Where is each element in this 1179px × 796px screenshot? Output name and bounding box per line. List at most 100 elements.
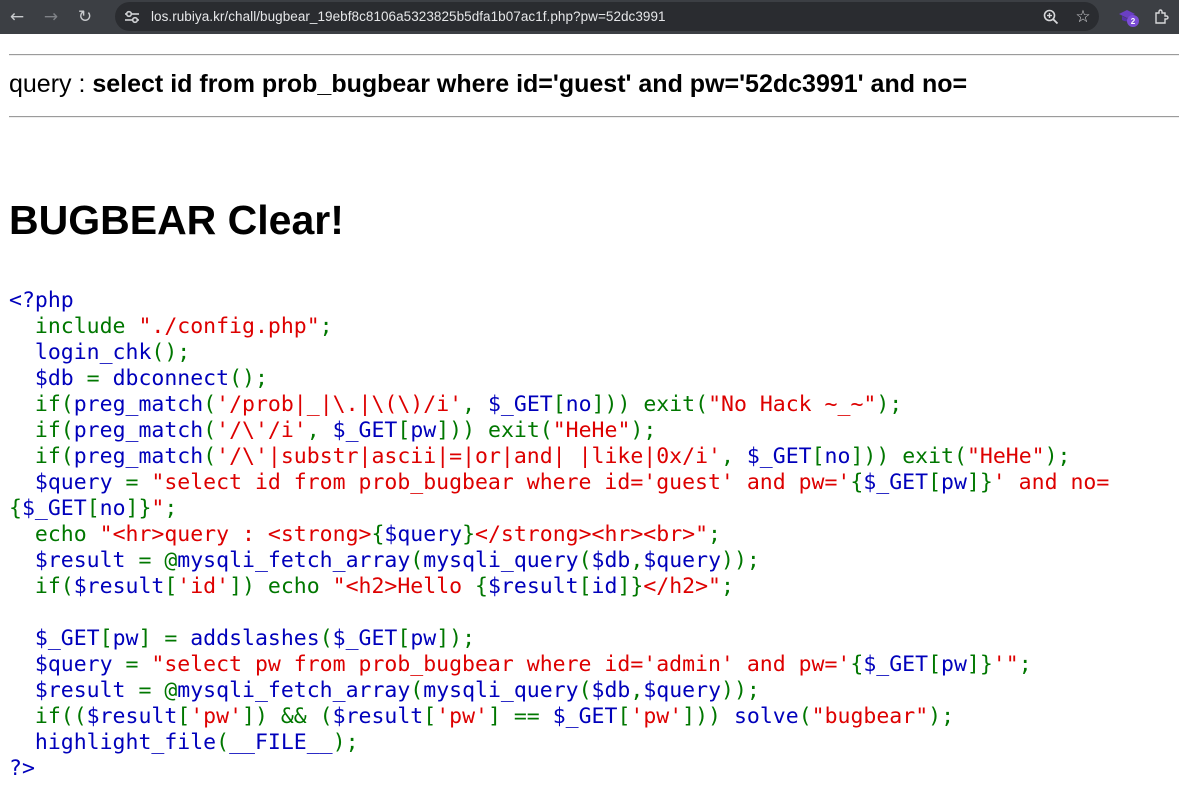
code-token: </strong><hr><br>" xyxy=(475,522,709,547)
code-token: mysqli_query xyxy=(423,548,579,573)
bookmark-star-icon[interactable]: ☆ xyxy=(1075,6,1091,27)
code-token: <?php xyxy=(9,288,74,313)
back-icon[interactable]: ← xyxy=(9,7,25,27)
code-line: if(($result['pw']) && ($result['pw'] == … xyxy=(9,704,954,729)
code-token: $_GET xyxy=(332,418,398,443)
code-token: ( xyxy=(578,548,592,573)
code-token: ( xyxy=(203,444,217,469)
clear-heading: BUGBEAR Clear! xyxy=(9,197,344,243)
code-token: if( xyxy=(34,574,74,599)
code-token: ])) exit( xyxy=(850,444,967,469)
code-token: "./config.php" xyxy=(138,314,320,339)
code-token: = xyxy=(125,652,152,677)
code-token: $result xyxy=(9,548,139,573)
code-token: '" xyxy=(992,652,1019,677)
site-info-icon[interactable] xyxy=(120,5,144,29)
code-token: )); xyxy=(721,678,760,703)
code-token: [ xyxy=(397,418,411,443)
code-token xyxy=(9,574,35,599)
code-token: id xyxy=(591,574,618,599)
code-token xyxy=(9,314,35,339)
code-token: ); xyxy=(876,392,903,417)
code-token: $_GET xyxy=(9,626,100,651)
code-token: $db xyxy=(591,678,631,703)
code-token: ]); xyxy=(436,626,476,651)
code-token: pw xyxy=(410,626,437,651)
code-line: if($result['id']) echo "<h2>Hello {$resu… xyxy=(9,574,734,599)
code-token: highlight_file xyxy=(9,730,217,755)
code-token: [ xyxy=(164,574,178,599)
code-token: "HeHe" xyxy=(552,418,631,443)
code-token: )); xyxy=(721,548,760,573)
code-token: no xyxy=(99,496,126,521)
code-token: ); xyxy=(928,704,955,729)
code-token: '/\'|substr|ascii|=|or|and| |like|0x/i' xyxy=(216,444,721,469)
code-token: pw xyxy=(410,418,437,443)
code-token: ; xyxy=(721,574,734,599)
code-token: ( xyxy=(319,626,333,651)
code-token: } xyxy=(462,522,476,547)
code-token: [ xyxy=(928,652,942,677)
forward-icon[interactable]: → xyxy=(43,7,59,27)
code-token: $_GET xyxy=(863,652,929,677)
code-token: $query xyxy=(643,548,722,573)
query-line: query : select id from prob_bugbear wher… xyxy=(9,70,967,99)
code-line: <?php xyxy=(9,288,74,313)
code-line: $_GET[pw] = addslashes($_GET[pw]); xyxy=(9,626,475,651)
code-token: ]} xyxy=(125,496,152,521)
code-line: {$_GET[no]}"; xyxy=(9,496,177,521)
code-token: ]) echo xyxy=(229,574,333,599)
code-token: pw xyxy=(112,626,139,651)
code-token: ); xyxy=(630,418,657,443)
code-token: ]) && ( xyxy=(242,704,333,729)
code-token: dbconnect xyxy=(112,366,230,391)
zoom-icon[interactable] xyxy=(1035,2,1067,31)
code-token: 'pw' xyxy=(436,704,488,729)
code-line: ?> xyxy=(9,756,35,781)
extension-icon[interactable]: 2 xyxy=(1110,0,1144,34)
code-token: ); xyxy=(332,730,359,755)
code-token: , xyxy=(630,678,644,703)
code-line: $result = @mysqli_fetch_array(mysqli_que… xyxy=(9,678,760,703)
query-label: query : xyxy=(9,70,93,98)
code-token: ; xyxy=(1018,652,1032,677)
code-token: "HeHe" xyxy=(966,444,1045,469)
code-token: pw xyxy=(941,652,967,677)
code-token: ] = xyxy=(138,626,191,651)
reload-icon[interactable]: ↻ xyxy=(77,7,93,27)
code-token: ; xyxy=(319,314,333,339)
code-token: ]} xyxy=(966,652,993,677)
code-token: no xyxy=(565,392,592,417)
code-token: = xyxy=(125,470,152,495)
code-token: echo xyxy=(34,522,100,547)
code-token: ?> xyxy=(9,756,35,781)
code-token xyxy=(9,418,35,443)
code-token: 'pw' xyxy=(190,704,243,729)
code-token: [ xyxy=(423,704,437,729)
code-token: = @ xyxy=(138,678,178,703)
code-token: "select pw from prob_bugbear where id='a… xyxy=(151,652,851,677)
code-token: ]} xyxy=(966,470,993,495)
code-token: ; xyxy=(164,496,178,521)
code-token: $query xyxy=(643,678,722,703)
puzzle-icon[interactable] xyxy=(1144,0,1178,34)
code-token: $query xyxy=(9,652,126,677)
code-token: no xyxy=(824,444,851,469)
code-token: $_GET xyxy=(487,392,553,417)
code-token: if( xyxy=(34,392,74,417)
code-token: solve xyxy=(733,704,799,729)
code-token: [ xyxy=(928,470,942,495)
code-token: $_GET xyxy=(863,470,929,495)
code-token: [ xyxy=(177,704,191,729)
code-token: preg_match xyxy=(73,392,204,417)
code-token: $_GET xyxy=(332,626,398,651)
code-token: pw xyxy=(941,470,967,495)
code-token: { xyxy=(475,574,488,599)
code-token: 'pw' xyxy=(630,704,683,729)
code-token: ] == xyxy=(487,704,553,729)
code-token: mysqli_query xyxy=(423,678,579,703)
address-bar[interactable]: los.rubiya.kr/chall/bugbear_19ebf8c8106a… xyxy=(115,2,1099,31)
code-token: if( xyxy=(34,444,74,469)
url-text[interactable]: los.rubiya.kr/chall/bugbear_19ebf8c8106a… xyxy=(151,9,666,24)
code-token: ( xyxy=(798,704,812,729)
